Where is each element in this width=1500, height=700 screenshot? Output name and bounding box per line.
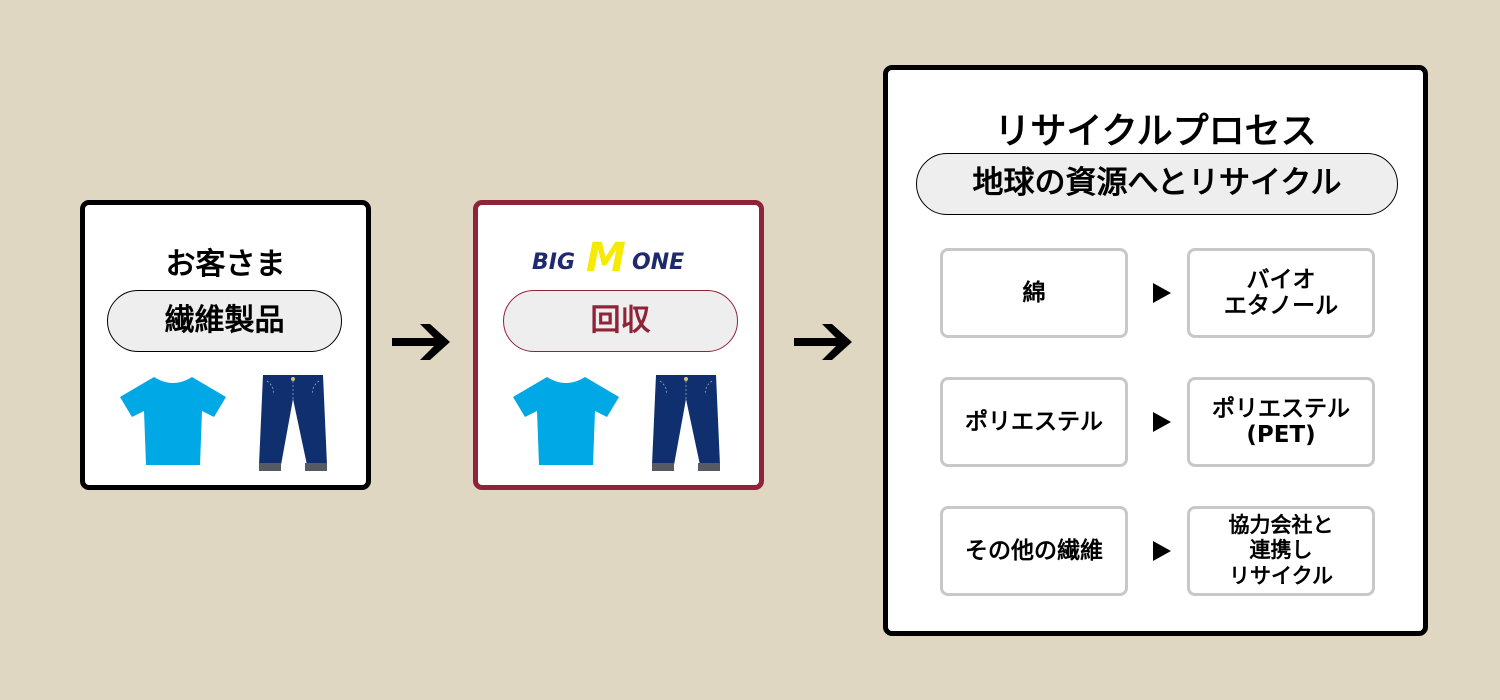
jeans-icon bbox=[652, 375, 720, 471]
input-box-cotton: 綿 bbox=[940, 248, 1128, 338]
arrow-right-icon bbox=[392, 324, 450, 360]
output-box-partner-recycle: 協力会社と 連携し リサイクル bbox=[1187, 506, 1375, 596]
triangle-right-icon bbox=[1153, 283, 1171, 303]
customer-title: お客さま bbox=[165, 247, 286, 282]
input-box-other-fibers: その他の繊維 bbox=[940, 506, 1128, 596]
process-title: リサイクルプロセス bbox=[994, 111, 1317, 152]
triangle-right-icon bbox=[1153, 541, 1171, 561]
svg-text:M: M bbox=[586, 235, 626, 275]
earth-resources-pill: 地球の資源へとリサイクル bbox=[916, 153, 1398, 215]
collection-panel: BIG M ONE 回収 bbox=[473, 200, 764, 490]
recycle-process-panel: リサイクルプロセス 地球の資源へとリサイクル 綿 バイオ エタノール ポリエステ… bbox=[883, 65, 1428, 636]
svg-text:ONE: ONE bbox=[632, 250, 684, 275]
customer-panel: お客さま 繊維製品 bbox=[80, 200, 371, 490]
bigmone-logo: BIG M ONE bbox=[532, 235, 684, 275]
svg-text:BIG: BIG bbox=[532, 250, 575, 275]
collection-pill: 回収 bbox=[503, 290, 738, 352]
output-box-bioethanol: バイオ エタノール bbox=[1187, 248, 1375, 338]
output-box-pet: ポリエステル (PET) bbox=[1187, 377, 1375, 467]
jeans-icon bbox=[259, 375, 327, 471]
textile-products-pill: 繊維製品 bbox=[107, 290, 342, 352]
t-shirt-icon bbox=[120, 377, 226, 465]
t-shirt-icon bbox=[513, 377, 619, 465]
input-box-polyester: ポリエステル bbox=[940, 377, 1128, 467]
triangle-right-icon bbox=[1153, 412, 1171, 432]
arrow-right-icon bbox=[794, 324, 852, 360]
